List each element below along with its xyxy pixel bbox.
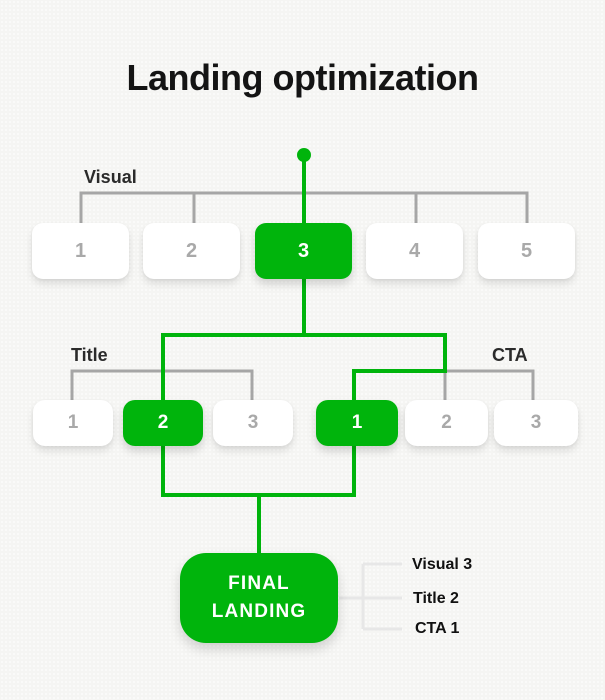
cta-group-label: CTA — [492, 345, 528, 365]
title-group-label: Title — [71, 345, 108, 365]
cta-group-connector-line — [443, 369, 535, 400]
final-landing-line2: LANDING — [211, 601, 307, 622]
title-option-1: 1 — [33, 400, 113, 446]
legend-item-visual: Visual 3 — [412, 556, 473, 573]
selected-path-merge-line — [163, 493, 354, 553]
visual-option-2: 2 — [143, 223, 240, 279]
cta-option-2: 2 — [405, 400, 488, 446]
root-dot-icon — [297, 148, 311, 162]
visual-option-3-selected: 3 — [255, 223, 352, 279]
visual-option-1: 1 — [32, 223, 129, 279]
title-option-3: 3 — [213, 400, 293, 446]
final-landing-box: FINAL LANDING — [180, 553, 338, 643]
title-option-2-selected: 2 — [123, 400, 203, 446]
visual-option-4: 4 — [366, 223, 463, 279]
legend-item-title: Title 2 — [413, 590, 459, 607]
visual-option-5: 5 — [478, 223, 575, 279]
visual-group-label: Visual — [84, 167, 137, 187]
cta-option-1-selected: 1 — [316, 400, 398, 446]
selected-path-branch-line — [161, 333, 447, 497]
legend-bracket-line — [339, 562, 402, 631]
legend-item-cta: CTA 1 — [415, 620, 460, 637]
cta-option-3: 3 — [494, 400, 578, 446]
page-title: Landing optimization — [126, 57, 479, 98]
final-landing-line1: FINAL — [228, 573, 290, 595]
